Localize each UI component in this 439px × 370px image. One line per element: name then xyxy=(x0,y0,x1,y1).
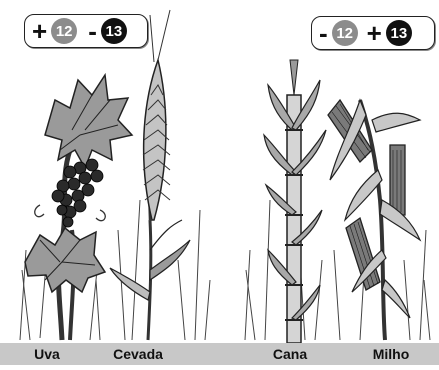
badge-right: - 12 + 13 xyxy=(311,16,435,50)
grape-vine-plant xyxy=(25,75,132,340)
chromosome-count-13-circle: 13 xyxy=(386,20,412,46)
minus-sign: - xyxy=(88,18,97,44)
chromosome-count-12-circle: 12 xyxy=(332,20,358,46)
plus-sign: + xyxy=(32,18,47,44)
chromosome-count-13-circle: 13 xyxy=(101,18,127,44)
sugarcane-plant xyxy=(264,60,326,343)
label-cana: Cana xyxy=(267,346,313,362)
minus-sign: - xyxy=(319,20,328,46)
label-milho: Milho xyxy=(368,346,414,362)
corn-plant xyxy=(328,100,420,340)
label-uva: Uva xyxy=(27,346,67,362)
plus-sign: + xyxy=(367,20,382,46)
chromosome-count-12-circle: 12 xyxy=(51,18,77,44)
label-cevada: Cevada xyxy=(108,346,168,362)
badge-left: + 12 - 13 xyxy=(24,14,148,48)
